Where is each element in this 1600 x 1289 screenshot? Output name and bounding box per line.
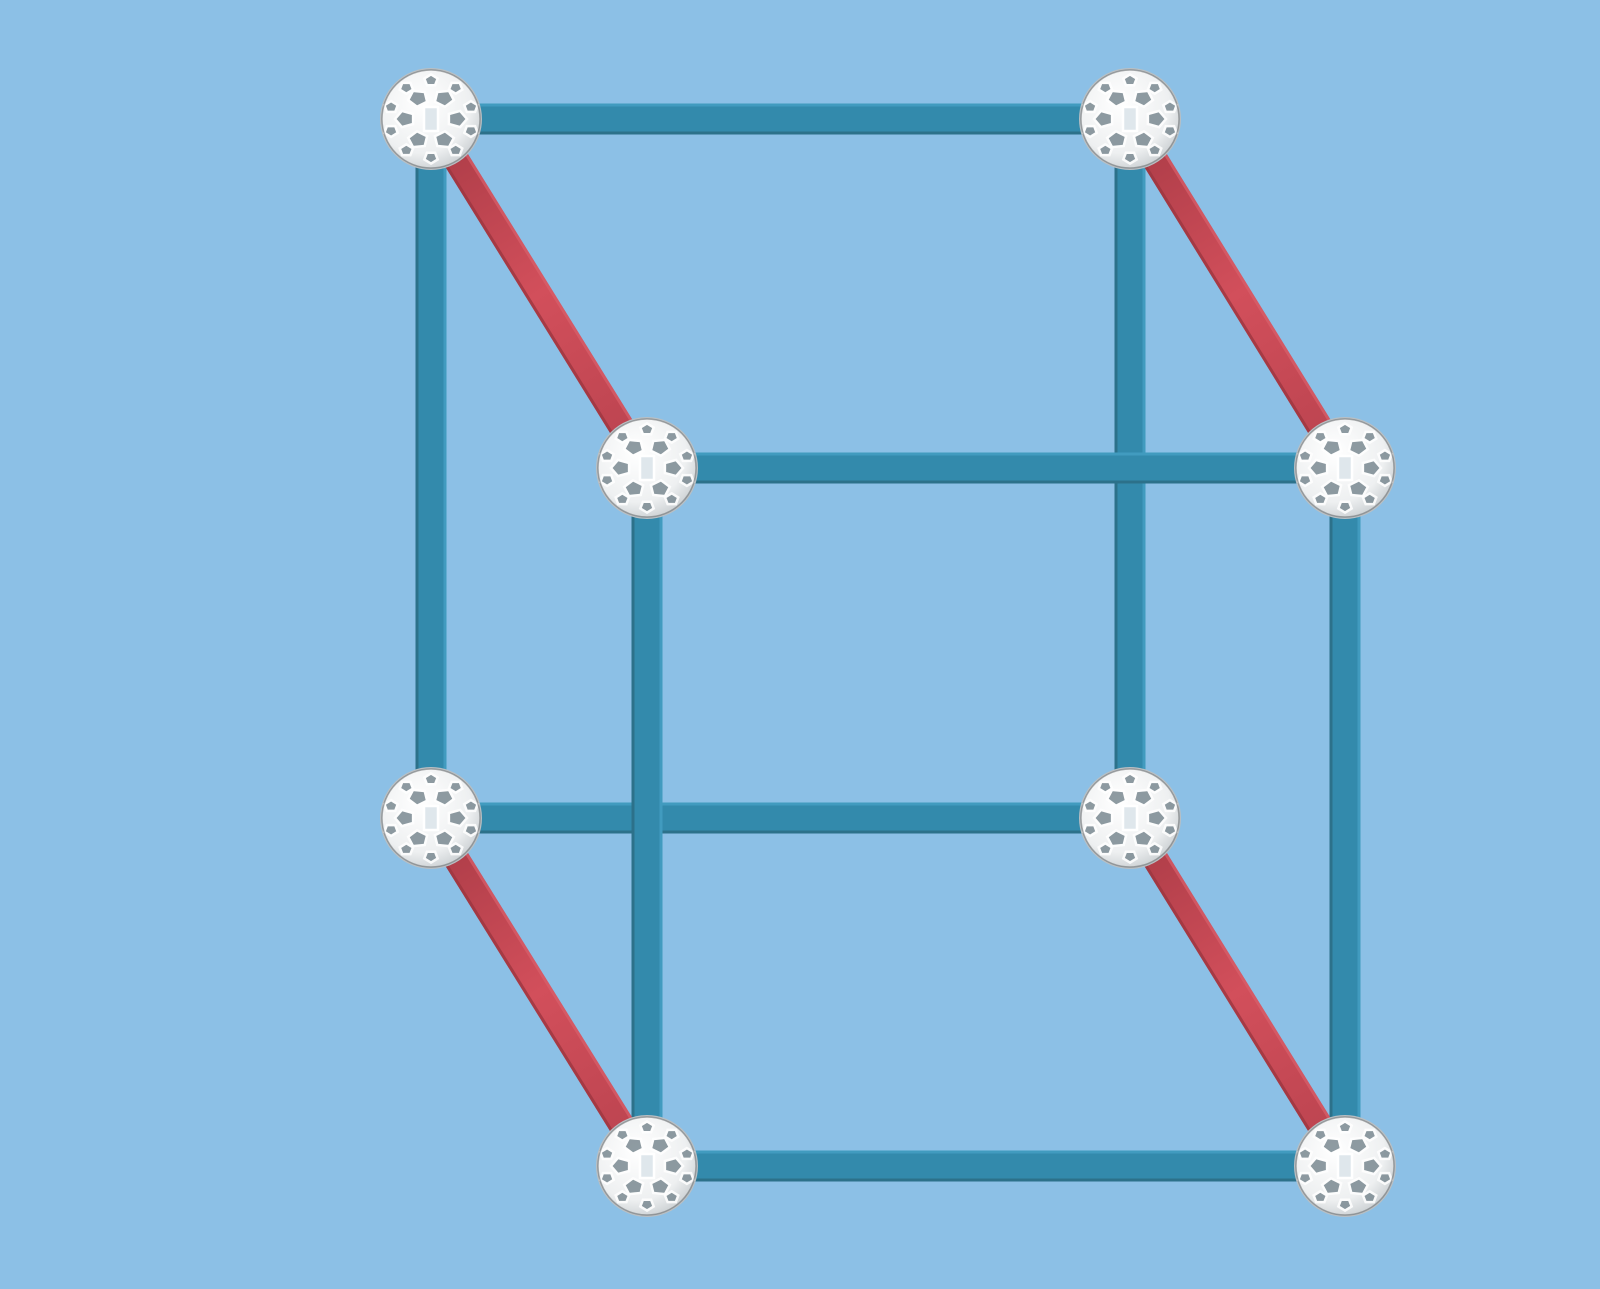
connector-ball-front-top-right xyxy=(1294,417,1396,519)
connector-ball-front-bottom-right xyxy=(1294,1115,1396,1217)
strut-blue-back-top-left-to-back-top-right xyxy=(431,103,1130,135)
connector-ball-back-top-right xyxy=(1079,68,1181,170)
strut-blue-front-bottom-left-to-front-bottom-right xyxy=(647,1150,1345,1182)
strut-red-back-bottom-left-to-front-bottom-left xyxy=(419,811,659,1173)
balls-layer xyxy=(380,68,1396,1217)
strut-blue-front-top-left-to-front-top-right xyxy=(647,452,1345,484)
strut-red-back-top-right-to-front-top-right xyxy=(1118,112,1357,475)
strut-blue-back-bottom-left-to-back-bottom-right xyxy=(431,802,1130,834)
connector-ball-front-bottom-left xyxy=(596,1115,698,1217)
strut-blue-back-top-left-to-back-bottom-left xyxy=(415,119,447,818)
strut-red-back-top-left-to-front-top-left xyxy=(419,112,659,475)
connector-ball-back-top-left xyxy=(380,68,482,170)
struts-layer xyxy=(415,103,1361,1182)
connector-ball-front-top-left xyxy=(596,417,698,519)
connector-ball-back-bottom-left xyxy=(380,767,482,869)
connector-ball-back-bottom-right xyxy=(1079,767,1181,869)
strut-red-back-bottom-right-to-front-bottom-right xyxy=(1118,811,1357,1173)
strut-blue-front-top-left-to-front-bottom-left xyxy=(631,468,663,1166)
strut-blue-front-top-right-to-front-bottom-right xyxy=(1329,468,1361,1166)
